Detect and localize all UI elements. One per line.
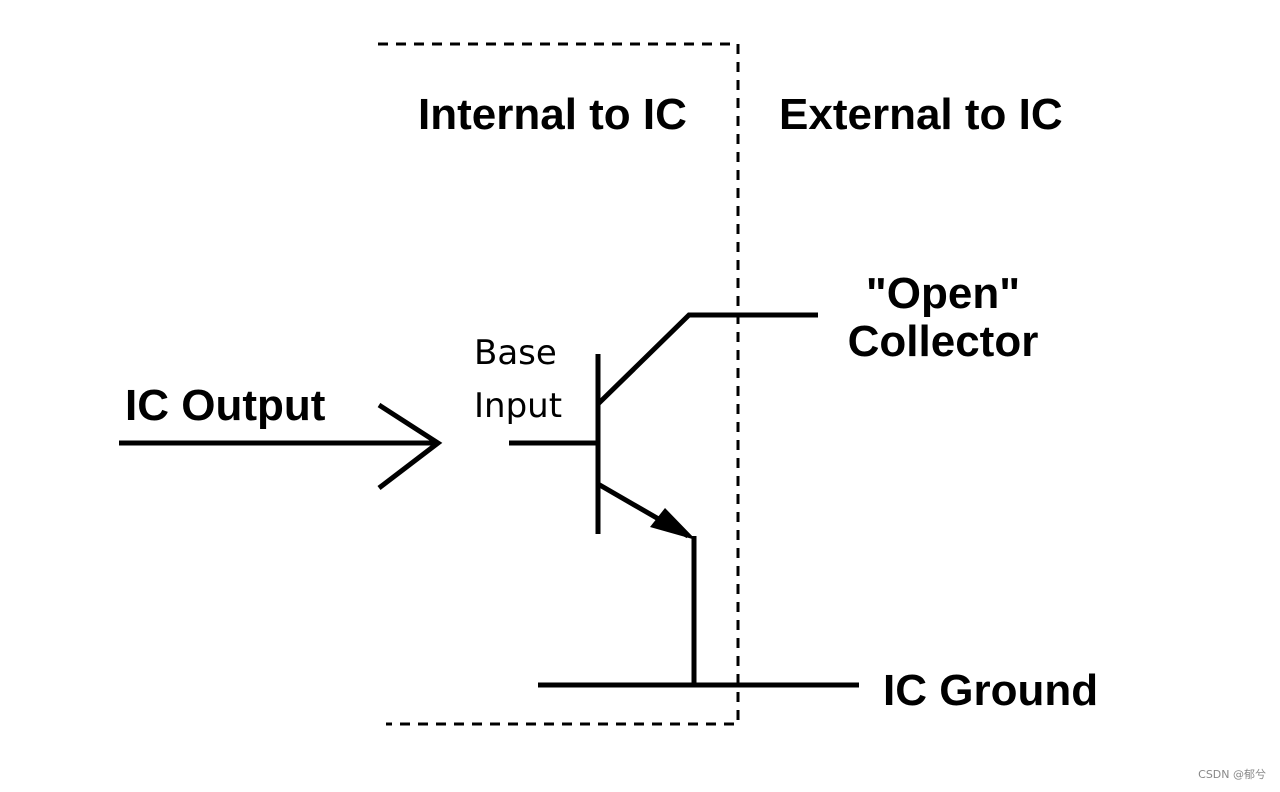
collector-lead-wire bbox=[596, 312, 818, 406]
emitter-arrow-icon bbox=[650, 508, 696, 540]
open-label: "Open" bbox=[866, 269, 1020, 318]
ic-output-label: IC Output bbox=[125, 381, 326, 430]
external-to-ic-label: External to IC bbox=[779, 90, 1063, 139]
input-label: Input bbox=[474, 386, 562, 426]
ic-boundary-dashed-line bbox=[378, 42, 740, 726]
collector-label: Collector bbox=[848, 317, 1039, 366]
ic-ground-label: IC Ground bbox=[883, 666, 1098, 715]
ic-output-arrow-head bbox=[377, 402, 443, 490]
watermark-text: CSDN @郁兮 bbox=[1198, 768, 1266, 781]
internal-to-ic-label: Internal to IC bbox=[418, 90, 687, 139]
base-label: Base bbox=[474, 333, 557, 373]
